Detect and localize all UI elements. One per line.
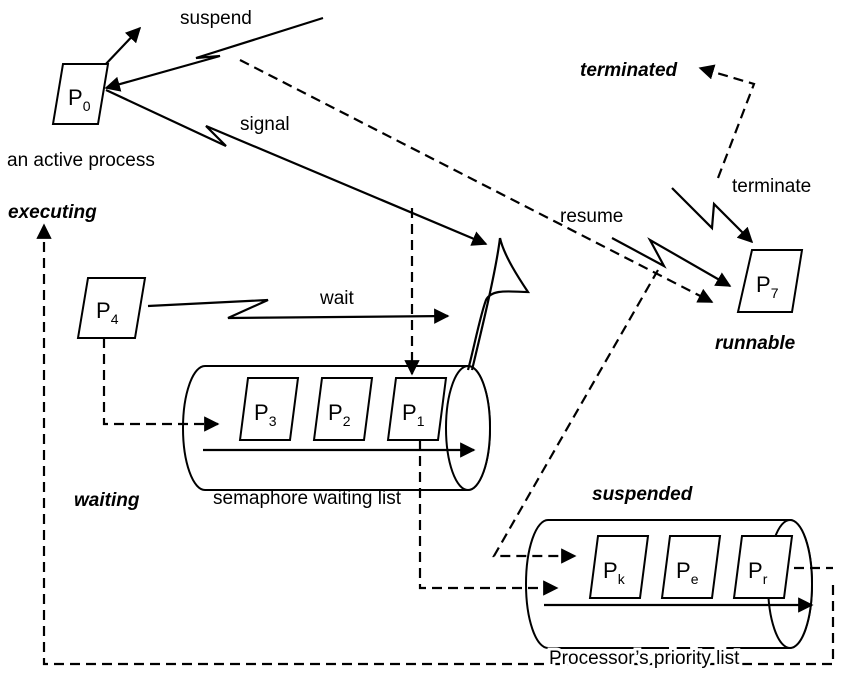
- state-terminated: terminated: [580, 60, 678, 81]
- state-suspended: suspended: [592, 484, 693, 505]
- p0-subscript: 0: [83, 98, 91, 114]
- svg-text:Pk: Pk: [603, 558, 626, 587]
- process-p0: P0: [51, 63, 110, 125]
- process-p1: P1: [386, 377, 448, 441]
- wait-label: wait: [319, 288, 355, 309]
- svg-text:P1: P1: [402, 400, 425, 429]
- p1-subscript: 1: [417, 413, 425, 429]
- p7-subscript: 7: [771, 285, 779, 301]
- p3-label: P: [254, 400, 269, 425]
- resume-to-priority-line: [492, 269, 659, 564]
- suspend-to-runnable-line: [239, 59, 714, 303]
- p2-label: P: [328, 400, 343, 425]
- priority-list-label: Processor’s priority list: [549, 648, 740, 669]
- pr-subscript: r: [763, 571, 768, 587]
- process-pr: Pr: [732, 535, 794, 599]
- terminate-arrow: [671, 187, 754, 244]
- state-runnable: runnable: [715, 333, 796, 354]
- process-pe: Pe: [660, 535, 722, 599]
- p1-label: P: [402, 400, 417, 425]
- svg-text:P2: P2: [328, 400, 351, 429]
- svg-text:Pr: Pr: [748, 558, 768, 587]
- svg-text:P0: P0: [68, 85, 91, 114]
- semaphore-funnel: [466, 237, 531, 371]
- pe-subscript: e: [691, 571, 699, 587]
- p7-label: P: [756, 272, 771, 297]
- process-p2: P2: [312, 377, 374, 441]
- p4-subscript: 4: [111, 311, 119, 327]
- p1-to-priority-line: [418, 424, 559, 596]
- svg-text:P7: P7: [756, 272, 779, 301]
- suspend-label: suspend: [180, 8, 252, 29]
- p4-to-semaphore-line: [102, 338, 220, 432]
- svg-text:P3: P3: [254, 400, 277, 429]
- svg-text:Pe: Pe: [676, 558, 699, 587]
- pr-label: P: [748, 558, 763, 583]
- semaphore-cylinder-cap: [445, 365, 491, 491]
- process-p3: P3: [238, 377, 300, 441]
- process-p7: P7: [736, 249, 804, 313]
- p3-subscript: 3: [269, 413, 277, 429]
- terminate-label: terminate: [732, 176, 811, 197]
- p4-label: P: [96, 298, 111, 323]
- state-waiting: waiting: [74, 490, 140, 511]
- process-pk: Pk: [588, 535, 650, 599]
- p0-up-arrow: [103, 26, 142, 67]
- process-p4: P4: [76, 277, 147, 339]
- state-executing: executing: [8, 202, 97, 223]
- p2-subscript: 2: [343, 413, 351, 429]
- terminated-path: [698, 64, 756, 179]
- active-process-label: an active process: [7, 150, 155, 171]
- pk-label: P: [603, 558, 618, 583]
- pe-label: P: [676, 558, 691, 583]
- signal-label: signal: [240, 114, 290, 135]
- resume-arrow: [611, 237, 732, 287]
- suspend-arrow: [104, 16, 324, 92]
- wait-arrow: [147, 298, 450, 324]
- p0-label: P: [68, 85, 83, 110]
- svg-text:P4: P4: [96, 298, 119, 327]
- resume-label: resume: [560, 206, 623, 227]
- pk-subscript: k: [618, 571, 626, 587]
- signal-arrow: [105, 89, 488, 246]
- semaphore-list-label: semaphore waiting list: [213, 488, 402, 509]
- executing-loop-line: [36, 223, 835, 666]
